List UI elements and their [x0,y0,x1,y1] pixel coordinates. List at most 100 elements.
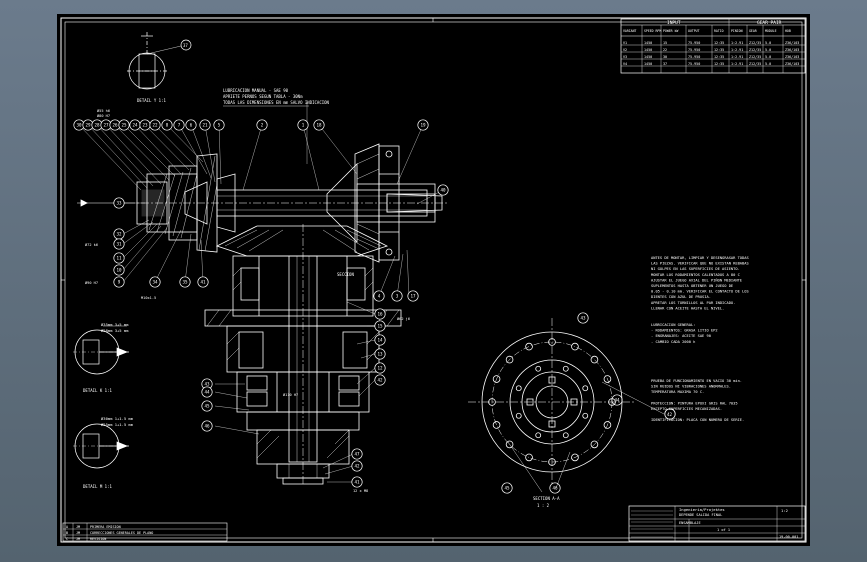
callout-balloon: 2 [256,119,268,131]
table-cell: Z12/35 [749,48,761,52]
callout-number: 45 [204,404,210,409]
note-line: - ENGRANAJES: ACEITE SAE 90 [651,334,711,338]
callout-number: 3 [396,294,399,299]
section-a-a-view: 42 [468,318,676,493]
callout-balloon: 4 [373,290,385,302]
table-cell: 5.0 [765,41,771,45]
callout-balloon: 19 [417,119,429,131]
detail-k-label: DETAIL K 1:1 [83,388,112,393]
callout-balloon: 5 [213,119,225,131]
callout-number: 47 [354,452,360,457]
svg-text:JM: JM [76,531,80,535]
note-line: PROTECCION: PINTURA EPOXI GRIS RAL 7035 [651,401,738,405]
callout-number: 1 [302,123,305,128]
callout-balloon: 40 [437,184,449,196]
svg-text:12 x M8: 12 x M8 [353,489,368,493]
callout-number: 34 [152,280,158,285]
title-block: Ingeniería/Projektes DEPENDE SALIDA FINA… [628,505,806,542]
callout-balloon: 12 [374,362,386,374]
zone-markers [61,18,806,542]
detail-m-dim2: Ø25mm 1+1.5 mm [101,422,134,427]
table-cell: 30 [663,55,667,59]
svg-text:LUBRICACION MANUAL - SAE 90: LUBRICACION MANUAL - SAE 90 [223,88,289,93]
table-column-header: SPEED RPM [644,29,661,33]
table-cell: 75-950 [688,41,700,45]
note-line: ANTES DE MONTAR, LIMPIAR Y DESENGRASAR T… [651,256,749,260]
assembly-notes: ANTES DE MONTAR, LIMPIAR Y DESENGRASAR T… [651,256,749,310]
callout-balloon: 11 [113,252,125,264]
callout-balloon: 44 [611,394,623,406]
note-line: APRETAR LOS TORNILLOS AL PAR INDICADO. [651,301,735,305]
title-company: Ingeniería/Projektes [679,507,725,512]
svg-text:A: A [66,525,68,529]
callout-balloon: 35 [179,276,191,288]
callout-balloon: 8 [161,119,173,131]
svg-text:B: B [66,531,68,535]
table-cell: 12:35 [714,41,724,45]
callout-number: 46 [204,424,210,429]
callout-balloon: 34 [149,276,161,288]
table-cell: 15 [663,41,667,45]
note-line: LAS PIEZAS. VERIFICAR QUE NO EXISTAN REB… [651,262,749,266]
table-cell: 1450 [644,41,652,45]
callout-balloon: 29 [82,119,94,131]
detail-m-dim1: Ø30mm 1+1.5 mm [101,416,134,421]
note-line: SUPLEMENTOS HASTA OBTENER UN JUEGO DE [651,284,733,288]
table-cell: Z36/103 [785,55,799,59]
callout-number: 31 [116,242,122,247]
callout-37: 37 [183,43,188,48]
section-a-a-label: SECTION A-A [533,496,560,501]
callout-balloon: 14 [374,334,386,346]
note-line: LUBRICACION GENERAL: [651,323,695,327]
svg-text:Ø90 H7: Ø90 H7 [85,280,98,285]
table-header-input: INPUT [667,20,681,26]
callout-number: 12 [377,366,383,371]
callout-number: 42 [377,378,383,383]
svg-text:CORRECCIONES GENERALES DE PLAN: CORRECCIONES GENERALES DE PLANO [90,531,153,535]
detail-k-view [73,325,129,375]
callout-balloon: 13 [374,348,386,360]
table-cell: 75-950 [688,62,700,66]
callout-balloon: 10 [113,264,125,276]
callout-number: 30 [76,123,82,128]
table-cell: 22 [663,48,667,52]
title-main: DEPENDE SALIDA FINAL [679,513,722,517]
callout-balloon: 42 [374,374,386,386]
callout-number: 21 [202,123,208,128]
table-cell: V3 [623,55,627,59]
section-a-a-scale: 1 : 2 [537,503,550,508]
callout-balloon: 17 [407,290,419,302]
svg-text:Ø62 j6: Ø62 j6 [397,316,410,321]
table-column-header: VARIANT [623,29,637,33]
callout-balloon: 15 [374,320,386,332]
table-column-header: GEAR [749,29,757,33]
revision-table: A JM PRIMERA EMISION B JM CORRECCIONES G… [62,522,228,542]
callout-balloon: 1 [297,119,309,131]
callout-balloon: 32 [113,228,125,240]
title-subtitle: ENSAMBLAJE [679,521,701,525]
table-column-header: RATIO [714,29,724,33]
table-column-header: HOB [785,29,791,33]
callout-number: 41 [354,480,360,485]
note-line: NI GOLPES EN LAS SUPERFICIES DE ASIENTO. [651,267,740,271]
callout-balloon: 6 [185,119,197,131]
table-cell: Z12/35 [749,62,761,66]
table-cell: 5.0 [765,62,771,66]
table-cell: 1:2.91 [731,48,743,52]
callout-number: 16 [377,312,383,317]
table-cell: 12:35 [714,55,724,59]
callout-number: 22 [152,123,158,128]
callout-number: 5 [218,123,221,128]
table-cell: 1:2.91 [731,62,743,66]
table-cell: 12:35 [714,62,724,66]
callout-number: 9 [118,280,121,285]
test-notes: PRUEBA DE FUNCIONAMIENTO EN VACIO 30 min… [651,379,744,422]
table-cell: 5.0 [765,48,771,52]
callout-number: 7 [178,123,181,128]
callout-balloon: 43 [577,312,589,324]
note-line: PRUEBA DE FUNCIONAMIENTO EN VACIO 30 min… [651,379,742,383]
callout-balloon: 47 [351,448,363,460]
table-cell: 5.0 [765,55,771,59]
callout-number: 41 [200,280,206,285]
